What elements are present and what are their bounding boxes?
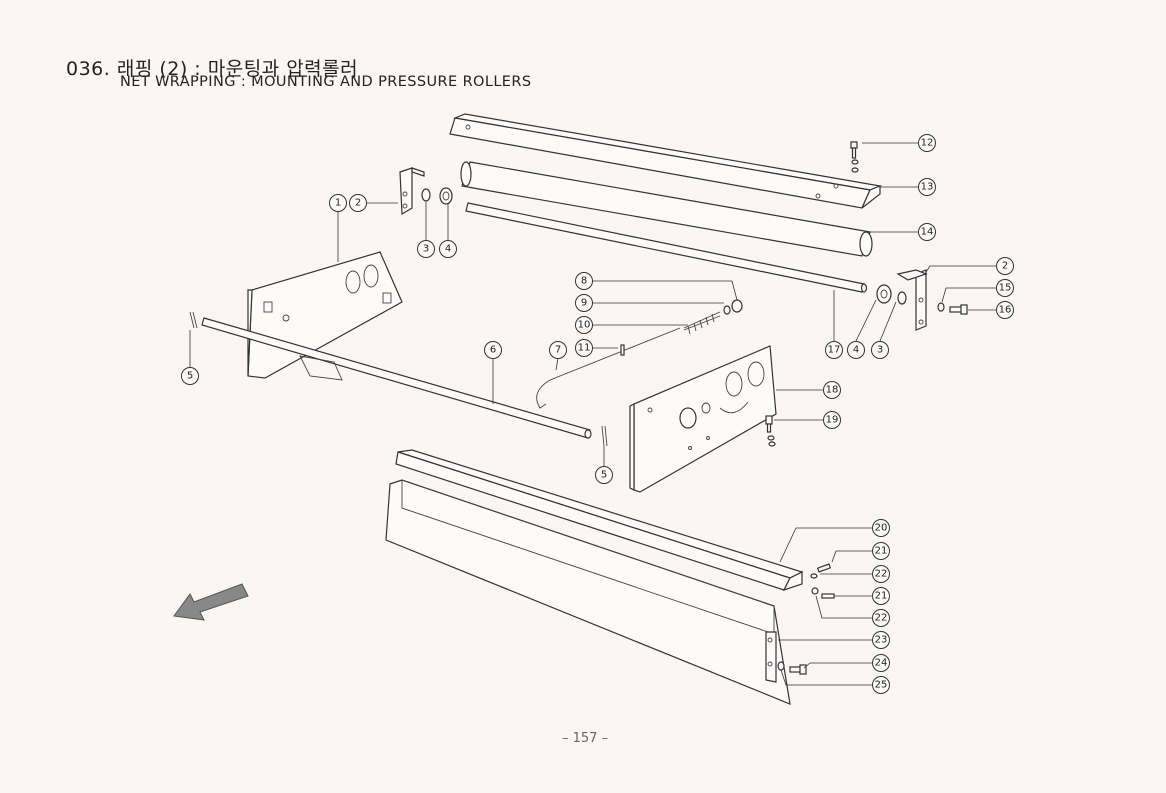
callout-6: 6 bbox=[484, 341, 502, 359]
svg-text:18: 18 bbox=[826, 385, 839, 396]
callout-23: 23 bbox=[872, 631, 890, 649]
svg-text:17: 17 bbox=[828, 345, 841, 356]
callout-1: 1 bbox=[329, 194, 347, 212]
callout-2: 2 bbox=[349, 194, 367, 212]
callout-21b: 21 bbox=[872, 587, 890, 605]
roller-shaft bbox=[465, 202, 868, 293]
bolts-24-25 bbox=[777, 661, 807, 675]
cotter-pin-left bbox=[189, 311, 198, 329]
svg-text:19: 19 bbox=[826, 415, 839, 426]
svg-text:13: 13 bbox=[921, 182, 934, 193]
svg-text:1: 1 bbox=[335, 198, 341, 209]
callout-5: 5 bbox=[181, 367, 199, 385]
svg-text:12: 12 bbox=[921, 138, 934, 149]
svg-text:4: 4 bbox=[853, 345, 859, 356]
callout-18: 18 bbox=[823, 381, 841, 399]
washer-9 bbox=[723, 305, 731, 315]
callout-20: 20 bbox=[872, 519, 890, 537]
svg-text:25: 25 bbox=[875, 680, 888, 691]
callout-3b: 3 bbox=[871, 341, 889, 359]
bolt-16-washer-15 bbox=[937, 302, 968, 315]
svg-text:2: 2 bbox=[1002, 261, 1008, 272]
callout-13: 13 bbox=[918, 178, 936, 196]
bracket-right bbox=[896, 269, 928, 331]
top-channel-bar bbox=[449, 113, 883, 209]
callout-15: 15 bbox=[996, 279, 1014, 297]
callout-25: 25 bbox=[872, 676, 890, 694]
svg-text:2: 2 bbox=[355, 198, 361, 209]
callout-3: 3 bbox=[417, 240, 435, 258]
callout-14: 14 bbox=[918, 223, 936, 241]
pressure-roller-tube bbox=[460, 161, 873, 257]
hook-rod bbox=[536, 327, 681, 409]
svg-text:3: 3 bbox=[423, 244, 429, 255]
bearing-parts-left bbox=[421, 187, 453, 205]
lower-cover-panel bbox=[385, 479, 791, 705]
bracket-left bbox=[399, 167, 425, 216]
svg-text:24: 24 bbox=[875, 658, 888, 669]
svg-text:4: 4 bbox=[445, 244, 451, 255]
page-number: – 157 – bbox=[562, 731, 609, 746]
svg-text:14: 14 bbox=[921, 227, 934, 238]
svg-text:8: 8 bbox=[581, 276, 587, 287]
callout-7: 7 bbox=[549, 341, 567, 359]
svg-text:3: 3 bbox=[877, 345, 883, 356]
bolt-12 bbox=[850, 141, 859, 173]
tension-rod bbox=[201, 317, 592, 439]
right-side-plate bbox=[629, 345, 777, 493]
svg-text:6: 6 bbox=[490, 345, 496, 356]
bearing-parts-right bbox=[876, 284, 907, 305]
leader-lines bbox=[189, 142, 996, 686]
svg-text:20: 20 bbox=[875, 523, 888, 534]
callout-17: 17 bbox=[825, 341, 843, 359]
svg-text:5: 5 bbox=[601, 470, 607, 481]
page-title-english: NET WRAPPING : MOUNTING AND PRESSURE ROL… bbox=[120, 74, 532, 90]
svg-text:5: 5 bbox=[187, 371, 193, 382]
cotter-pin-right bbox=[601, 425, 608, 447]
callout-22b: 22 bbox=[872, 609, 890, 627]
svg-text:9: 9 bbox=[581, 298, 587, 309]
svg-text:7: 7 bbox=[555, 345, 561, 356]
callout-4b: 4 bbox=[847, 341, 865, 359]
bolt-19 bbox=[765, 415, 776, 447]
callout-8: 8 bbox=[575, 272, 593, 290]
svg-text:11: 11 bbox=[578, 343, 591, 354]
tension-spring bbox=[683, 311, 721, 335]
callout-4: 4 bbox=[439, 240, 457, 258]
svg-text:22: 22 bbox=[875, 569, 888, 580]
callout-2b: 2 bbox=[996, 257, 1014, 275]
callout-10: 10 bbox=[575, 316, 593, 334]
callout-12: 12 bbox=[918, 134, 936, 152]
callout-22: 22 bbox=[872, 565, 890, 583]
svg-text:21: 21 bbox=[875, 591, 888, 602]
svg-text:23: 23 bbox=[875, 635, 888, 646]
bolts-21-22 bbox=[810, 563, 835, 599]
svg-text:15: 15 bbox=[999, 283, 1012, 294]
svg-text:21: 21 bbox=[875, 546, 888, 557]
front-angle-bar bbox=[395, 449, 804, 592]
nut-8 bbox=[731, 299, 743, 313]
callout-5b: 5 bbox=[595, 466, 613, 484]
callout-19: 19 bbox=[823, 411, 841, 429]
callout-24: 24 bbox=[872, 654, 890, 672]
callout-16: 16 bbox=[996, 301, 1014, 319]
svg-text:10: 10 bbox=[578, 320, 591, 331]
callout-11: 11 bbox=[575, 339, 593, 357]
callout-21: 21 bbox=[872, 542, 890, 560]
page-title-korean: 036. 래핑 (2) : 마운팅과 압력롤러 bbox=[66, 58, 359, 80]
svg-text:22: 22 bbox=[875, 613, 888, 624]
pin-11 bbox=[620, 344, 625, 356]
svg-text:16: 16 bbox=[999, 305, 1012, 316]
travel-direction-arrow bbox=[173, 583, 249, 621]
callout-9: 9 bbox=[575, 294, 593, 312]
